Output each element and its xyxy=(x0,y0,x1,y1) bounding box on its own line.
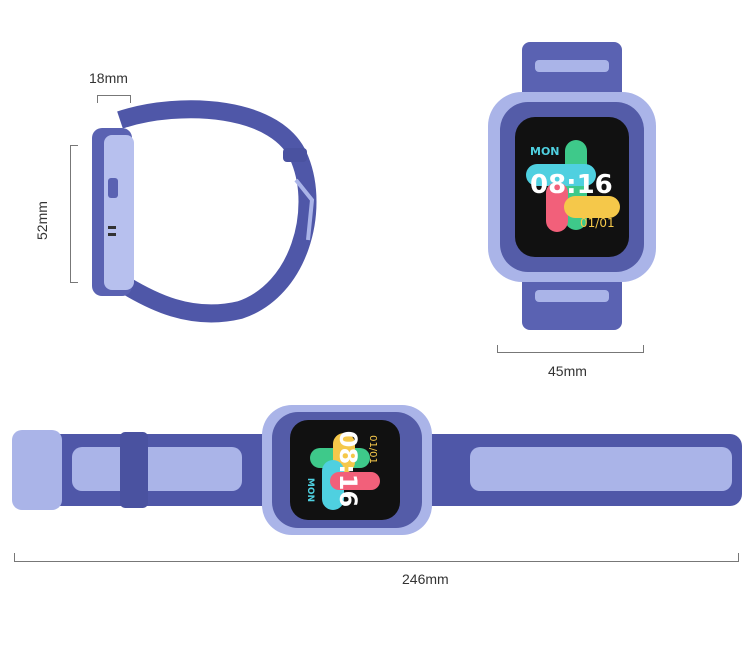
watch-day-label: MON xyxy=(530,145,560,158)
height-label: 52mm xyxy=(34,201,50,240)
width-label: 45mm xyxy=(548,363,587,379)
height-dimension-line xyxy=(70,145,71,283)
thickness-dimension-line xyxy=(97,95,130,96)
dimension-tick xyxy=(70,145,78,146)
length-dimension-line xyxy=(14,561,738,562)
dimension-tick xyxy=(643,345,644,353)
watch-time-label: 08:16 xyxy=(530,170,613,200)
dimension-tick xyxy=(130,95,131,103)
dimension-tick xyxy=(14,553,15,562)
width-dimension-line xyxy=(497,352,643,353)
dimension-tick xyxy=(738,553,739,562)
flat-watch-day-label: MON xyxy=(305,477,316,503)
flat-watch-time-label: 08:16 xyxy=(334,430,363,508)
watch-flat-view xyxy=(12,405,742,535)
dimension-tick xyxy=(70,282,78,283)
flat-watch-date-label: 01/01 xyxy=(366,435,378,464)
watch-front-view xyxy=(488,42,656,330)
dimension-tick xyxy=(97,95,98,103)
thickness-label: 18mm xyxy=(89,70,128,86)
watch-date-label: 01/01 xyxy=(580,216,615,230)
length-label: 246mm xyxy=(402,571,449,587)
watch-side-view xyxy=(92,100,317,323)
dimension-tick xyxy=(497,345,498,353)
